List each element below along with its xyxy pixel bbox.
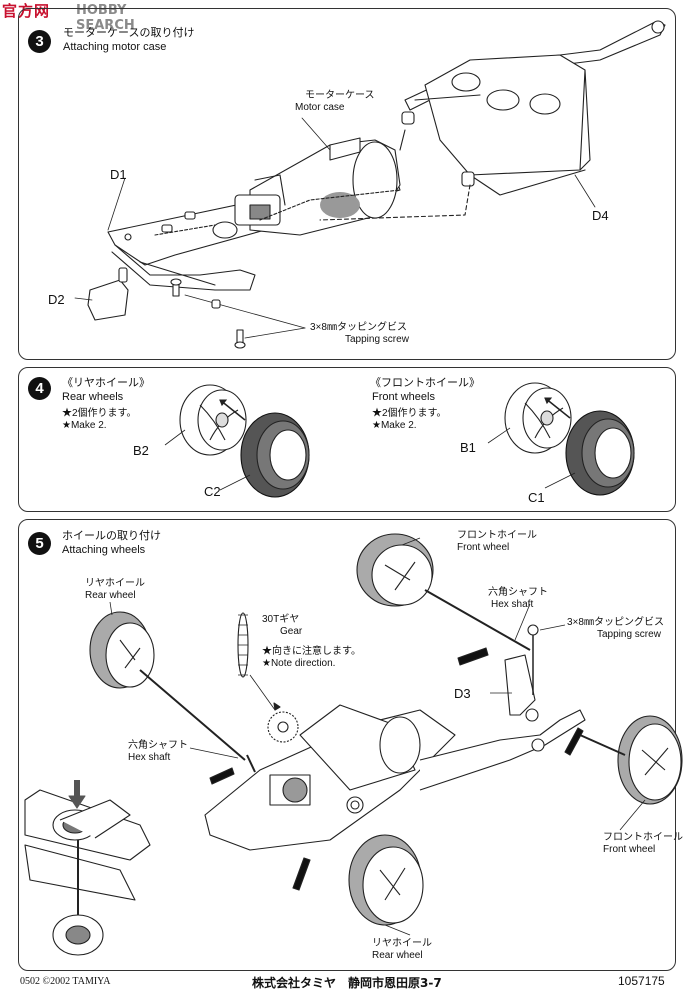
- part-c2-label: C2: [204, 484, 221, 499]
- step4-number: 4: [28, 377, 51, 400]
- step4-panel: [18, 367, 676, 512]
- step5-screw-label-en: Tapping screw: [597, 629, 661, 640]
- front-wheels-title-jp: 《フロントホイール》: [370, 377, 480, 389]
- gear-note-en: ★Note direction.: [262, 658, 336, 669]
- footer-copyright: 0502 ©2002 TAMIYA: [20, 976, 111, 987]
- part-b1-label: B1: [460, 440, 476, 455]
- watermark-logo: 官方网 HOBBY SEARCH: [0, 0, 170, 33]
- front-wheels-title-en: Front wheels: [372, 391, 435, 403]
- motor-case-label-en: Motor case: [295, 102, 345, 113]
- rear-make-note-jp: ★2個作ります。: [62, 408, 137, 419]
- front-wheel-right-label-jp: フロントホイール: [603, 832, 683, 843]
- front-wheel-top-label-en: Front wheel: [457, 542, 510, 553]
- hex-shaft-right-label-en: Hex shaft: [491, 599, 534, 610]
- part-c1-label: C1: [528, 490, 545, 505]
- gear-label-jp: 30Tギヤ: [262, 614, 300, 625]
- rear-wheels-title-en: Rear wheels: [62, 391, 124, 403]
- step3-screw-label-en: Tapping screw: [345, 334, 409, 345]
- part-b2-label: B2: [133, 443, 149, 458]
- rear-wheel-top-label-en: Rear wheel: [85, 590, 136, 601]
- hex-shaft-left-label-en: Hex shaft: [128, 752, 171, 763]
- part-d2-label: D2: [48, 292, 65, 307]
- rear-wheel-top-label-jp: リヤホイール: [85, 578, 145, 589]
- front-wheel-right-label-en: Front wheel: [603, 844, 656, 855]
- step5-title-en: Attaching wheels: [62, 544, 146, 556]
- motor-case-label-jp: モーターケース: [305, 90, 375, 101]
- rear-wheels-title-jp: 《リヤホイール》: [62, 377, 150, 389]
- hex-shaft-left-label-jp: 六角シャフト: [128, 740, 188, 751]
- step3-screw-label-jp: 3×8㎜タッピングビス: [310, 322, 407, 333]
- part-d1-label: D1: [110, 167, 127, 182]
- front-make-note-jp: ★2個作ります。: [372, 408, 447, 419]
- hex-shaft-right-label-jp: 六角シャフト: [488, 587, 548, 598]
- step5-screw-label-jp: 3×8㎜タッピングビス: [567, 617, 664, 628]
- watermark-en: HOBBY SEARCH: [76, 3, 135, 33]
- part-d3-label: D3: [454, 686, 471, 701]
- footer-part-number: 1057175: [618, 974, 665, 988]
- step3-number: 3: [28, 30, 51, 53]
- rear-wheel-bottom-label-en: Rear wheel: [372, 950, 423, 961]
- step3-title-en: Attaching motor case: [63, 41, 167, 53]
- step5-title-jp: ホイールの取り付け: [62, 530, 161, 542]
- step3-panel: [18, 8, 676, 360]
- footer-address: 株式会社タミヤ 静岡市恩田原3-7: [252, 976, 442, 990]
- gear-label-en: Gear: [280, 626, 303, 637]
- rear-make-note-en: ★Make 2.: [62, 420, 107, 431]
- front-wheel-top-label-jp: フロントホイール: [457, 530, 537, 541]
- step5-number: 5: [28, 532, 51, 555]
- rear-wheel-bottom-label-jp: リヤホイール: [372, 938, 432, 949]
- front-make-note-en: ★Make 2.: [372, 420, 417, 431]
- part-d4-label: D4: [592, 208, 609, 223]
- step3-title-jp: モーターケースの取り付け: [63, 27, 195, 39]
- gear-note-jp: ★向きに注意します。: [262, 646, 361, 657]
